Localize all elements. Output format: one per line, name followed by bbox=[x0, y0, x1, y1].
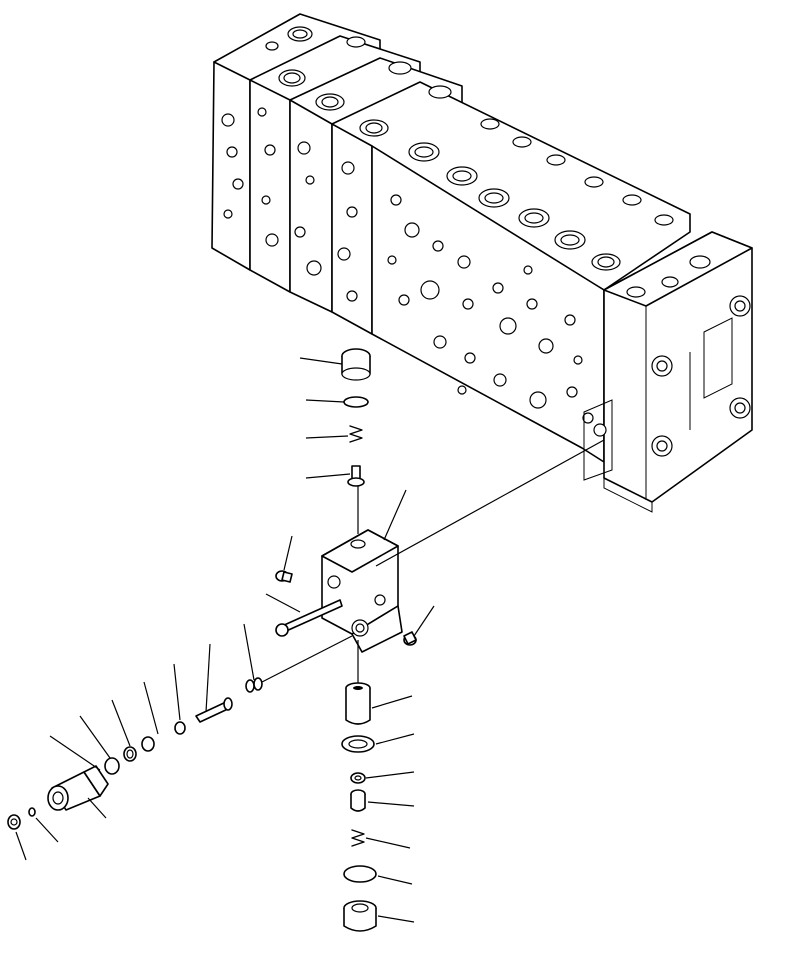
leader-o-ring-pair bbox=[243, 623, 255, 681]
washer-3 bbox=[123, 746, 137, 762]
spring-top bbox=[349, 425, 363, 443]
o-ring-end bbox=[28, 807, 36, 817]
leader-cap-nut-end bbox=[15, 831, 27, 861]
plug-bottom bbox=[343, 900, 377, 932]
leader-o-ring-small-2 bbox=[143, 681, 159, 735]
leader-plug-bottom bbox=[377, 915, 415, 923]
plug-top bbox=[341, 348, 371, 381]
o-ring-pair-horizontal bbox=[245, 677, 263, 693]
seal-ring-bottom bbox=[341, 735, 375, 753]
nut-bottom bbox=[350, 772, 366, 784]
end-cap-bolts bbox=[583, 295, 751, 481]
leader-fitting-right bbox=[413, 605, 435, 637]
leader-long-bolt bbox=[265, 593, 301, 613]
leader-o-ring-top bbox=[305, 399, 345, 403]
small-bolt-left bbox=[275, 570, 293, 583]
top-face-ports bbox=[265, 26, 711, 298]
side-face-ports bbox=[221, 107, 594, 424]
leader-seal-ring bbox=[375, 733, 415, 745]
leader-small-bolt bbox=[283, 535, 293, 571]
poppet-top bbox=[347, 465, 365, 487]
leader-spring-top bbox=[305, 435, 349, 439]
leader-o-ring-end bbox=[35, 817, 59, 843]
washer-small-1 bbox=[174, 721, 186, 735]
leader-spring-bottom bbox=[365, 837, 411, 849]
leader-relief-cartridge-lower bbox=[87, 797, 107, 819]
leader-plug-top bbox=[299, 357, 343, 365]
assembly-leader-main bbox=[375, 439, 605, 567]
leader-o-ring-4 bbox=[79, 715, 111, 759]
leader-relief-cartridge bbox=[49, 735, 101, 771]
relief-valve-cartridge bbox=[47, 765, 109, 811]
fitting-right bbox=[403, 631, 417, 646]
leader-check-poppet bbox=[367, 801, 415, 807]
leader-body-top bbox=[383, 489, 407, 541]
o-ring-top bbox=[343, 396, 369, 408]
section-valve-body bbox=[321, 529, 403, 653]
check-poppet-bottom bbox=[350, 789, 366, 812]
cap-nut-end bbox=[7, 814, 21, 830]
stem-fitting bbox=[195, 697, 233, 723]
o-ring-4 bbox=[104, 757, 120, 775]
leader-stem-fitting bbox=[205, 643, 211, 713]
leader-poppet-top bbox=[305, 473, 351, 479]
leader-washer-3 bbox=[111, 699, 131, 747]
leader-o-ring-bottom bbox=[377, 875, 413, 885]
spring-bottom bbox=[351, 829, 365, 847]
main-valve-block bbox=[211, 13, 753, 513]
long-bolt bbox=[275, 599, 343, 637]
o-ring-bottom bbox=[343, 865, 377, 883]
sleeve-bottom bbox=[345, 682, 371, 725]
leader-washer-small-1 bbox=[173, 663, 181, 721]
assembly-leader-side bbox=[261, 635, 353, 683]
o-ring-small-2 bbox=[141, 736, 155, 752]
leader-sleeve-bottom bbox=[371, 695, 413, 709]
leader-nut-bottom bbox=[365, 771, 415, 779]
